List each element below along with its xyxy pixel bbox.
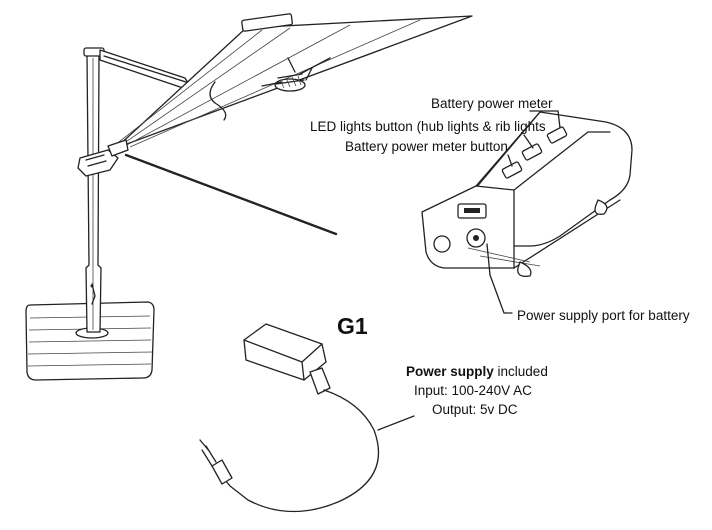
callout-line-meter-button [507, 154, 513, 167]
power-supply-illustration [199, 323, 380, 513]
hub-lights [261, 57, 331, 92]
callout-line-led-button [523, 134, 534, 149]
callout-line-port [486, 243, 513, 314]
pole-clamp [77, 139, 129, 177]
power-supply-title: Power supply included [406, 364, 548, 379]
battery-leader-line [124, 153, 338, 236]
label-led-lights-button: LED lights button (hub lights & rib ligh… [310, 119, 546, 134]
callout-line-power-meter [529, 110, 561, 129]
power-supply-input: Input: 100-240V AC [414, 383, 532, 398]
label-battery-power-meter-button: Battery power meter button [345, 139, 508, 154]
power-supply-title-suffix: included [494, 364, 548, 379]
power-supply-output: Output: 5v DC [432, 402, 518, 417]
led-lights-button[interactable] [521, 143, 543, 161]
figure-label: G1 [337, 313, 368, 339]
label-battery-power-meter: Battery power meter [431, 96, 553, 111]
battery-meter-button[interactable] [501, 161, 523, 179]
battery-pack-illustration [421, 111, 633, 277]
power-supply-title-text: Power supply [406, 364, 494, 379]
umbrella-arm [99, 49, 191, 89]
cantilever-umbrella-illustration [25, 13, 473, 381]
battery-meter-indicator [546, 126, 568, 144]
label-power-supply-port: Power supply port for battery [517, 308, 690, 323]
umbrella-pole [83, 47, 105, 333]
callout-line-power-supply [377, 415, 415, 431]
